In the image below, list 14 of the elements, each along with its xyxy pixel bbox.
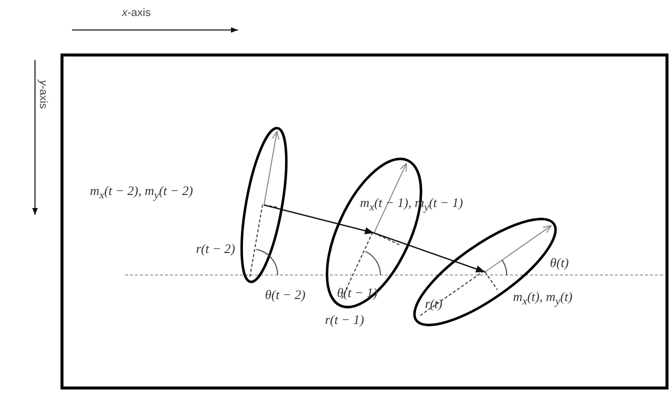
axis-label: x-axis	[122, 8, 151, 19]
arrow	[264, 204, 374, 234]
math-label: r(t − 1)	[325, 313, 364, 326]
ellipse	[326, 158, 422, 308]
math-label: r(t)	[425, 297, 442, 310]
math-label: θ(t)	[550, 256, 569, 269]
math-label: m$_{x}$(t), m$_{y}$(t)	[513, 290, 572, 308]
math-label: θ(t − 2)	[265, 288, 306, 301]
ellipse	[240, 126, 288, 284]
math-label: r(t − 2)	[196, 242, 236, 255]
axis-label: y-axis	[37, 80, 48, 109]
arrow	[374, 232, 486, 273]
frame-box	[60, 54, 668, 390]
math-label: m$_{x}$(t − 2), m$_{y}$(t − 2)	[90, 184, 193, 202]
